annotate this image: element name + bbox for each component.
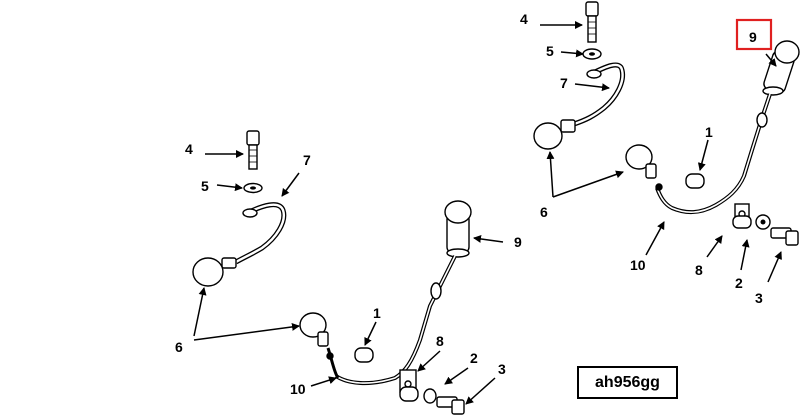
right-cap-bottom-part: [625, 144, 657, 179]
highlight-box-9: [735, 18, 773, 51]
callout-right-1: 1: [705, 124, 713, 140]
callout-left-3: 3: [498, 361, 506, 377]
left-cap-9-part: [444, 200, 472, 258]
callout-right-7: 7: [560, 75, 568, 91]
callout-left-10: 10: [290, 381, 306, 397]
left-bolt-3-part: [436, 396, 465, 415]
left-callouts: 4 5 7 6 1 8 9 10 2 3: [175, 141, 522, 397]
right-bolt-3-part: [770, 227, 799, 246]
right-wire-part: [655, 93, 772, 215]
left-assembly: [192, 130, 472, 415]
reference-code-label: ah956gg: [577, 366, 678, 399]
left-washer-2-part: [423, 388, 437, 404]
callout-left-1: 1: [373, 305, 381, 321]
left-bolt-part: [246, 130, 260, 170]
callout-right-5: 5: [546, 43, 554, 59]
left-cap-bottom-part: [299, 312, 329, 347]
callout-left-9: 9: [514, 234, 522, 250]
callout-right-8: 8: [695, 262, 703, 278]
left-wire-part: [334, 255, 457, 385]
callout-right-4: 4: [520, 11, 528, 27]
right-assembly: [533, 1, 800, 246]
left-spacer-part: [354, 347, 374, 363]
right-cap-top-part: [533, 119, 576, 150]
callout-left-2: 2: [470, 350, 478, 366]
callout-right-6: 6: [540, 204, 548, 220]
right-bolt-part: [585, 1, 599, 43]
callout-left-4: 4: [185, 141, 193, 157]
callout-right-9: 9: [749, 29, 757, 45]
callout-left-7: 7: [303, 152, 311, 168]
right-callouts: 4 5 7 6 1 9 10 8 2 3: [520, 11, 773, 306]
right-spacer-part: [685, 173, 705, 189]
callout-left-6: 6: [175, 339, 183, 355]
left-cap-top-part: [192, 257, 237, 287]
callout-right-2: 2: [735, 275, 743, 291]
callout-left-5: 5: [201, 178, 209, 194]
callout-left-8: 8: [436, 333, 444, 349]
callout-right-10: 10: [630, 257, 646, 273]
callout-right-3: 3: [755, 290, 763, 306]
